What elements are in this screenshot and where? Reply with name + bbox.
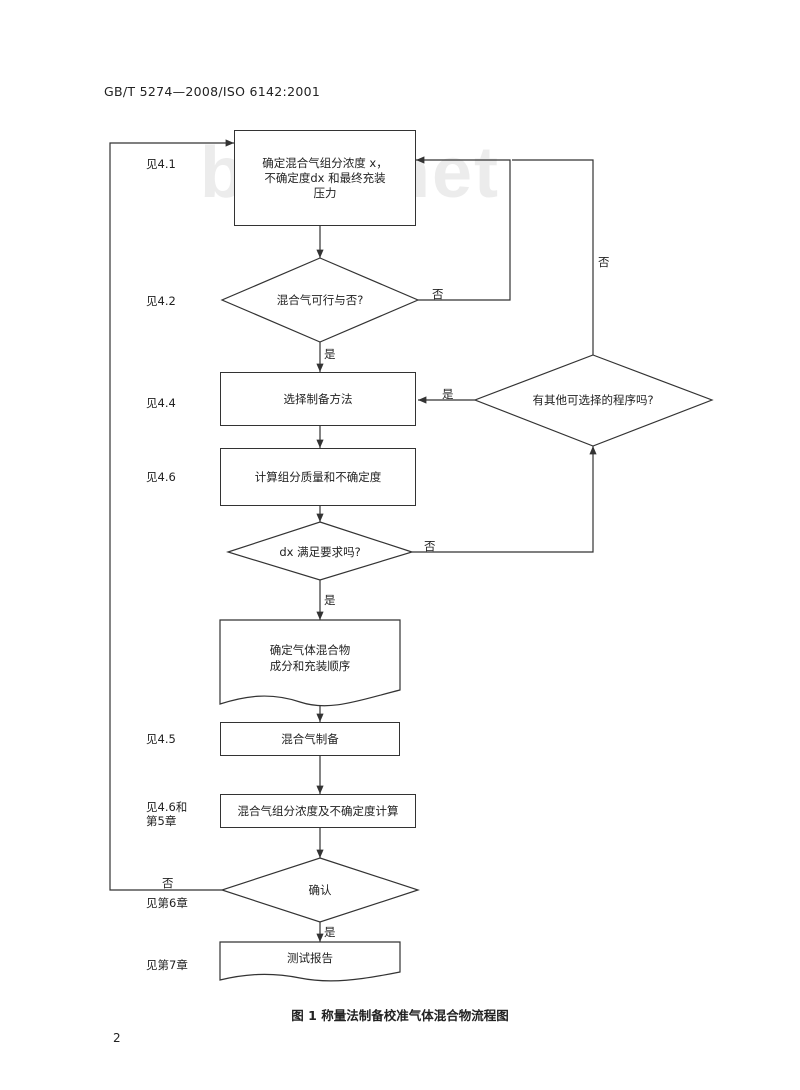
ref-4-6-ch5-line2: 第5章 xyxy=(146,814,177,828)
report-label: 测试报告 xyxy=(287,951,333,965)
confirm-no-label: 否 xyxy=(162,876,174,890)
determine-line1: 确定混合气组分浓度 x， xyxy=(262,155,388,170)
determine-line2: 不确定度dx 和最终充装 xyxy=(264,170,386,185)
page-number: 2 xyxy=(113,1031,121,1045)
ref-ch6: 见第6章 xyxy=(146,896,188,910)
composition-shape xyxy=(219,619,401,707)
composition-line2: 成分和充装顺序 xyxy=(269,659,351,673)
confirm-yes-label: 是 xyxy=(324,925,336,939)
method-box: 选择制备方法 xyxy=(220,372,416,426)
figure-caption: 图 1 称量法制备校准气体混合物流程图 xyxy=(291,1008,509,1023)
ref-4-6-ch5-line1: 见4.6和 xyxy=(146,800,188,814)
conc-calc-box: 混合气组分浓度及不确定度计算 xyxy=(220,794,416,828)
calculate-box: 计算组分质量和不确定度 xyxy=(220,448,416,506)
ref-4-4: 见4.4 xyxy=(146,396,176,410)
prepare-box: 混合气制备 xyxy=(220,722,400,756)
determine-box: 确定混合气组分浓度 x， 不确定度dx 和最终充装 压力 xyxy=(234,130,416,226)
composition-line1: 确定气体混合物 xyxy=(269,643,351,657)
other-proc-label: 有其他可选择的程序吗? xyxy=(532,393,654,407)
ref-4-2: 见4.2 xyxy=(146,294,176,308)
determine-line3: 压力 xyxy=(313,185,337,200)
ref-4-6: 见4.6 xyxy=(146,470,176,484)
other-proc-diamond xyxy=(473,354,714,447)
dx-check-label: dx 满足要求吗? xyxy=(279,545,361,559)
other-yes-label: 是 xyxy=(442,387,454,401)
standard-header: GB/T 5274—2008/ISO 6142:2001 xyxy=(104,84,321,99)
report-shape xyxy=(219,941,401,982)
dx-check-diamond xyxy=(226,521,414,581)
dx-yes-label: 是 xyxy=(324,593,336,607)
ref-4-5: 见4.5 xyxy=(146,732,176,746)
confirm-diamond xyxy=(220,857,420,923)
ref-4-1: 见4.1 xyxy=(146,157,176,171)
feasible-yes-label: 是 xyxy=(324,347,336,361)
other-no-label: 否 xyxy=(598,255,610,269)
ref-ch7: 见第7章 xyxy=(146,958,188,972)
dx-no-label: 否 xyxy=(424,539,436,553)
feasible-diamond xyxy=(220,257,420,343)
feasible-no-label: 否 xyxy=(432,287,444,301)
feasible-label: 混合气可行与否? xyxy=(276,293,364,307)
confirm-label: 确认 xyxy=(308,883,332,897)
